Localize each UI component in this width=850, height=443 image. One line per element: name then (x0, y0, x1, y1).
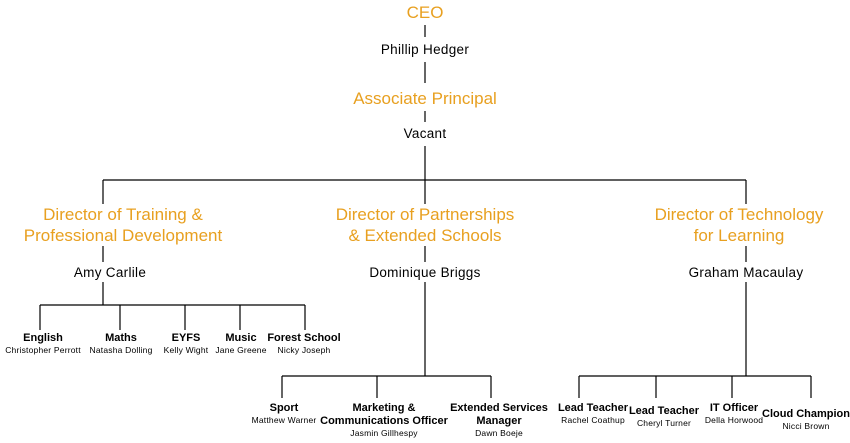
team-member-english: English Christopher Perrott (5, 332, 81, 355)
role-extended-services-line2: Manager (476, 415, 522, 427)
role-marketing-line1: Marketing & (352, 402, 416, 414)
ceo-name: Phillip Hedger (380, 42, 470, 57)
director-training-name: Amy Carlile (73, 265, 147, 280)
director-partnerships-title-line2: & Extended Schools (348, 226, 502, 245)
team-member-maths: Maths Natasha Dolling (89, 332, 152, 355)
director-partnerships-name: Dominique Briggs (369, 265, 481, 280)
director-training-title: Director of Training & Professional Deve… (24, 204, 222, 246)
role-cloud-champion: Cloud Champion (762, 408, 850, 420)
name-rachel-coathup: Rachel Coathup (561, 415, 625, 425)
team-member-extended-services: Extended Services Manager Dawn Boeje (450, 402, 548, 438)
director-partnerships-title-line1: Director of Partnerships (335, 205, 515, 224)
director-training-title-line1: Director of Training & (43, 205, 203, 224)
name-nicci-brown: Nicci Brown (782, 421, 830, 431)
role-music: Music (225, 332, 257, 344)
role-marketing-line2: Communications Officer (320, 415, 448, 427)
role-english: English (23, 332, 63, 344)
team-member-lead-teacher-2: Lead Teacher Cheryl Turner (629, 405, 699, 428)
team-member-music: Music Jane Greene (215, 332, 266, 355)
role-it-officer: IT Officer (709, 402, 759, 414)
name-cheryl-turner: Cheryl Turner (636, 418, 692, 428)
name-dawn-boeje: Dawn Boeje (475, 428, 523, 438)
team-member-cloud-champion: Cloud Champion Nicci Brown (762, 408, 850, 431)
role-sport: Sport (269, 402, 299, 414)
role-maths: Maths (105, 332, 137, 344)
name-jasmin-gillhespy: Jasmin Gillhespy (350, 428, 418, 438)
team-member-sport: Sport Matthew Warner (252, 402, 317, 425)
role-lead-teacher-1: Lead Teacher (557, 402, 629, 414)
associate-principal-title: Associate Principal (353, 89, 497, 108)
name-natasha-dolling: Natasha Dolling (89, 345, 153, 355)
associate-principal-name: Vacant (403, 126, 447, 141)
team-member-marketing: Marketing & Communications Officer Jasmi… (320, 402, 448, 438)
director-technology-name: Graham Macaulay (688, 265, 804, 280)
director-technology-title-line1: Director of Technology (654, 205, 824, 224)
name-matthew-warner: Matthew Warner (251, 415, 317, 425)
name-nicky-joseph: Nicky Joseph (277, 345, 331, 355)
director-technology-title-line2: for Learning (693, 226, 785, 245)
team-member-lead-teacher-1: Lead Teacher Rachel Coathup (558, 402, 628, 425)
role-eyfs: EYFS (171, 332, 201, 344)
name-della-horwood: Della Horwood (704, 415, 764, 425)
ceo-title: CEO (406, 3, 444, 22)
director-technology-title: Director of Technology for Learning (655, 204, 824, 246)
team-member-forest-school: Forest School Nicky Joseph (267, 332, 340, 355)
team-member-eyfs: EYFS Kelly Wight (164, 332, 209, 355)
name-christopher-perrott: Christopher Perrott (5, 345, 81, 355)
role-extended-services-line1: Extended Services (450, 402, 548, 414)
team-member-it-officer: IT Officer Della Horwood (705, 402, 763, 425)
director-training-title-line2: Professional Development (23, 226, 223, 245)
role-lead-teacher-2: Lead Teacher (628, 405, 700, 417)
role-forest-school: Forest School (267, 332, 341, 344)
name-jane-greene: Jane Greene (215, 345, 267, 355)
director-partnerships-title: Director of Partnerships & Extended Scho… (336, 204, 515, 246)
name-kelly-wight: Kelly Wight (163, 345, 209, 355)
